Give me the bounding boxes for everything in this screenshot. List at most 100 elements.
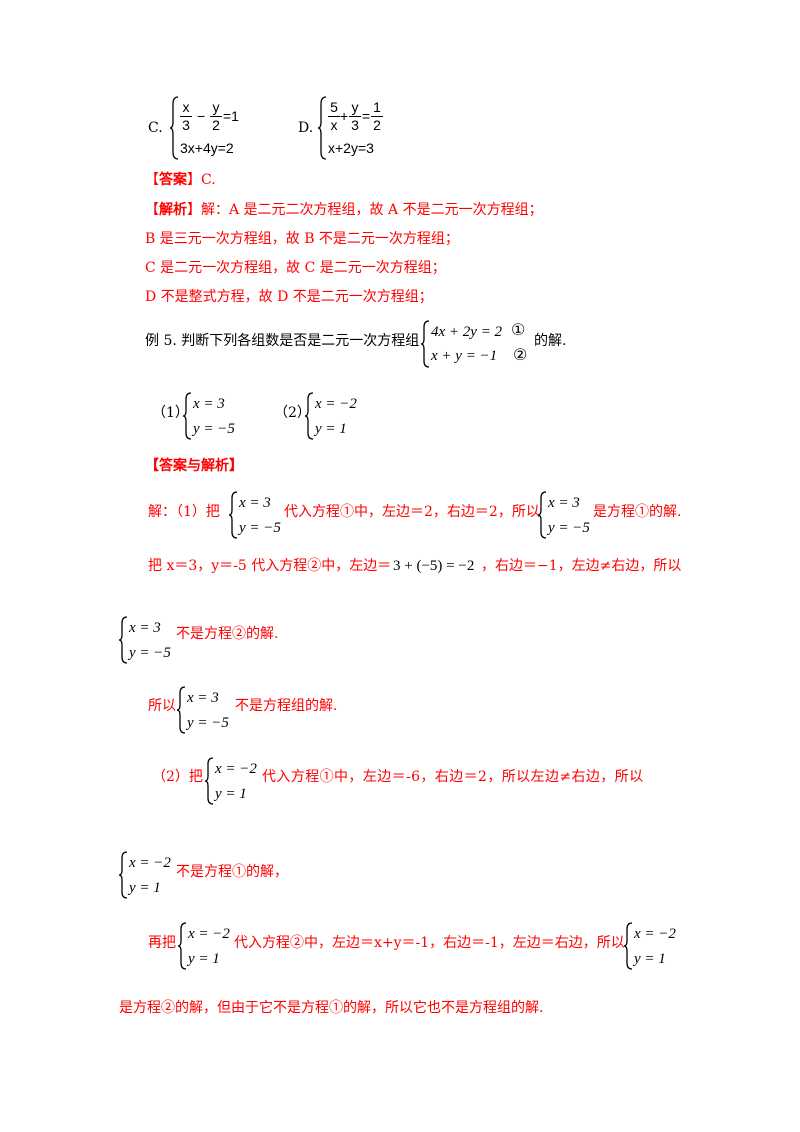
analysis-line-2: B 是三元一次方程组，故 B 不是二元一次方程组；	[145, 231, 459, 247]
answer-title: 答案	[159, 172, 187, 188]
equation-y: y = −5	[129, 645, 171, 661]
brace-icon	[305, 392, 314, 440]
frac-den: 2	[373, 117, 381, 133]
circled-one-icon: ①	[511, 320, 526, 339]
system-a: x = 3 y = −5	[119, 616, 175, 664]
brace-icon	[538, 491, 547, 539]
solution-8-text: 是方程②的解，但由于它不是方程①的解，所以它也不是方程组的解.	[119, 1000, 544, 1016]
example-prefix: 例 5. 判断下列各组数是否是二元一次方程组	[145, 333, 420, 349]
solution-3-text: 不是方程②的解.	[176, 626, 279, 642]
brace-icon	[119, 851, 128, 899]
equation-y: y = −5	[193, 421, 235, 437]
equation-y: y = 1	[188, 951, 220, 967]
candidate-1-system: x = 3 y = −5	[183, 392, 253, 440]
equation-line: 3x+4y=2	[180, 140, 234, 156]
frac-num: 5	[330, 99, 338, 115]
candidate-1-label: （1）	[152, 405, 189, 421]
equation-1: 4x + 2y = 2	[431, 324, 503, 340]
equation-x: x = 3	[129, 620, 161, 636]
solution-2-tail: ，右边＝−1，左边≠右边，所以	[481, 558, 682, 574]
answer-analysis-heading: 【答案与解析】	[145, 458, 243, 474]
solution-1-mid: 代入方程①中，左边＝2，右边＝2，所以	[284, 504, 540, 520]
analysis-line-3: C 是二元一次方程组，故 C 是二元一次方程组；	[145, 260, 446, 276]
solution-4-prefix: 所以	[148, 698, 176, 714]
option-c-label: C.	[148, 120, 163, 136]
system-b: x = −2 y = 1	[624, 922, 680, 970]
plus-sign: +	[340, 108, 349, 124]
bracket-close: 】	[187, 172, 201, 188]
brace-icon	[170, 96, 179, 160]
frac-den: 2	[212, 117, 220, 133]
option-d-label: D.	[298, 120, 314, 136]
equation-x: x = 3	[193, 396, 225, 412]
frac-num: 1	[373, 99, 381, 115]
frac-den: x	[330, 117, 338, 133]
brace-icon	[205, 757, 214, 805]
analysis-text: 解：A 是二元二次方程组，故 A 不是二元一次方程组；	[201, 202, 543, 218]
brace-icon	[183, 392, 192, 440]
bracket-close: 】	[187, 202, 201, 218]
brace-icon	[229, 491, 238, 539]
system-a: x = 3 y = −5	[177, 686, 233, 734]
equation-rhs: =1	[223, 108, 239, 124]
bracket-open: 【	[145, 202, 159, 218]
equation-x: x = 3	[239, 495, 271, 511]
frac-den: 3	[351, 117, 359, 133]
system-b: x = −2 y = 1	[119, 851, 175, 899]
equation-y: y = 1	[634, 951, 666, 967]
solution-1-prefix: 解：（1）把	[148, 504, 220, 520]
equation-2: x + y = −1	[431, 348, 498, 364]
answer-value: C.	[201, 172, 216, 188]
solution-2-text: 把 x＝3，y＝-5 代入方程②中，左边＝	[148, 558, 392, 574]
analysis-line-4: D 不是整式方程，故 D 不是二元一次方程组；	[145, 289, 433, 305]
solution-6-text: 不是方程①的解，	[176, 864, 288, 880]
system-a: x = 3 y = −5	[538, 491, 594, 539]
solution-7-mid: 代入方程②中，左边＝x+y＝-1，右边＝-1，左边＝右边，所以	[234, 935, 625, 951]
equation-y: y = 1	[129, 880, 161, 896]
equals-sign: =	[362, 108, 371, 124]
equation-x: x = 3	[548, 495, 580, 511]
solution-1-suffix: 是方程①的解.	[593, 504, 682, 520]
brace-icon	[178, 922, 187, 970]
solution-5-text: 代入方程①中，左边＝-6，右边＝2，所以左边≠右边，所以	[262, 769, 644, 785]
candidate-2-label: （2）	[274, 405, 311, 421]
solution-5-prefix: （2）把	[152, 769, 203, 785]
frac-den: 3	[182, 117, 190, 133]
frac-num: x	[182, 99, 190, 115]
bracket-open: 【	[145, 172, 159, 188]
expression: 3 + (−5) = −2	[393, 558, 475, 574]
analysis-line-1: 【解析】解：A 是二元二次方程组，故 A 不是二元一次方程组；	[145, 200, 543, 220]
equation-x: x = −2	[215, 761, 257, 777]
frac-num: y	[351, 99, 359, 115]
example-suffix: 的解.	[534, 333, 567, 349]
equation-y: y = −5	[187, 715, 229, 731]
equation-x: x = −2	[634, 926, 676, 942]
example-system: 4x + 2y = 2 x + y = −1 ① ②	[421, 320, 541, 368]
system-b: x = −2 y = 1	[205, 757, 261, 805]
system-b: x = −2 y = 1	[178, 922, 234, 970]
equation-line: x+2y=3	[328, 140, 374, 156]
answer-line: 【答案】C.	[145, 170, 216, 190]
equation-y: y = −5	[548, 520, 590, 536]
frac-num: y	[212, 99, 220, 115]
brace-icon	[177, 686, 186, 734]
candidate-2-system: x = −2 y = 1	[305, 392, 375, 440]
circled-two-icon: ②	[513, 345, 528, 364]
equation-x: x = −2	[315, 396, 357, 412]
option-d-system: 5 x + y 3 = 1 2 x+2y=3	[318, 96, 438, 160]
equation-y: y = −5	[239, 520, 281, 536]
analysis-title: 解析	[159, 202, 187, 218]
equation-y: y = 1	[215, 786, 247, 802]
brace-icon	[318, 96, 327, 160]
solution-7-prefix: 再把	[148, 935, 176, 951]
equation-y: y = 1	[315, 421, 347, 437]
equation-x: x = −2	[129, 855, 171, 871]
system-a: x = 3 y = −5	[229, 491, 285, 539]
brace-icon	[624, 922, 633, 970]
brace-icon	[119, 616, 128, 664]
option-c-system: x 3 − y 2 =1 3x+4y=2	[170, 96, 290, 160]
equation-x: x = 3	[187, 690, 219, 706]
minus-sign: −	[197, 108, 206, 124]
equation-x: x = −2	[188, 926, 230, 942]
solution-4-text: 不是方程组的解.	[235, 698, 338, 714]
